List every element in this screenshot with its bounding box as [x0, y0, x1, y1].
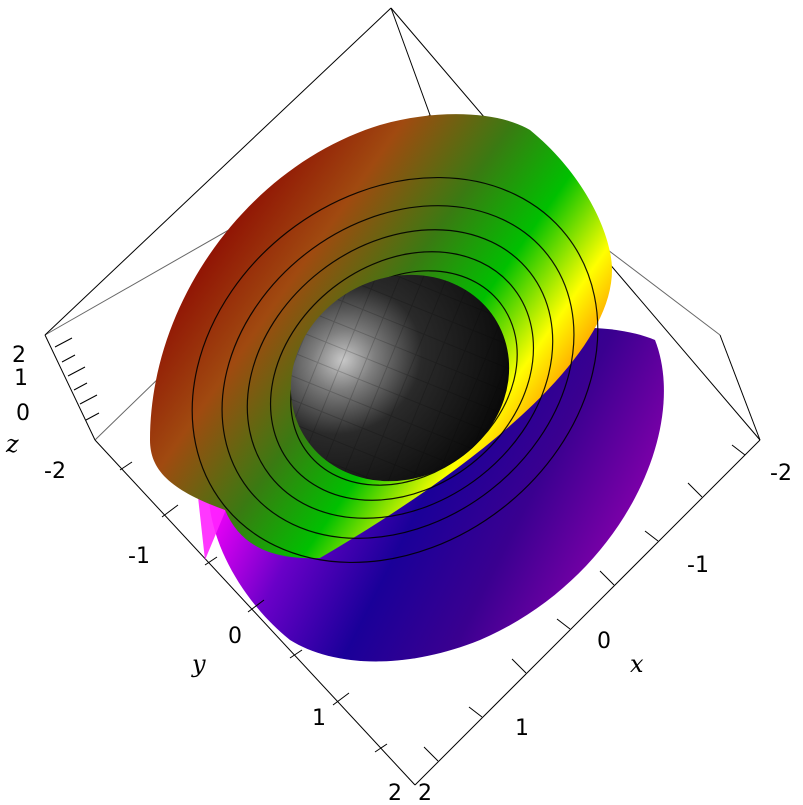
- x-tick-2: 2: [418, 781, 432, 805]
- tick-marks: [54, 337, 746, 762]
- y-tick-neg1: -1: [128, 544, 150, 569]
- z-tick-1: 1: [14, 366, 28, 391]
- z-tick-2: 2: [12, 343, 26, 368]
- x-tick-1: 1: [515, 716, 529, 741]
- y-axis-label: y: [191, 650, 206, 678]
- y-tick-neg2: -2: [44, 459, 66, 484]
- y-tick-0: 0: [228, 624, 242, 649]
- z-tick-0: 0: [16, 401, 30, 426]
- x-axis-label: x: [630, 650, 644, 678]
- x-tick-neg2: -2: [770, 461, 792, 486]
- y-tick-1: 1: [312, 706, 326, 731]
- sphere-facets: [290, 274, 510, 482]
- x-tick-neg1: -1: [687, 553, 709, 578]
- y-tick-2: 2: [388, 781, 402, 805]
- x-tick-0: 0: [597, 629, 611, 654]
- z-axis-label: z: [5, 430, 19, 458]
